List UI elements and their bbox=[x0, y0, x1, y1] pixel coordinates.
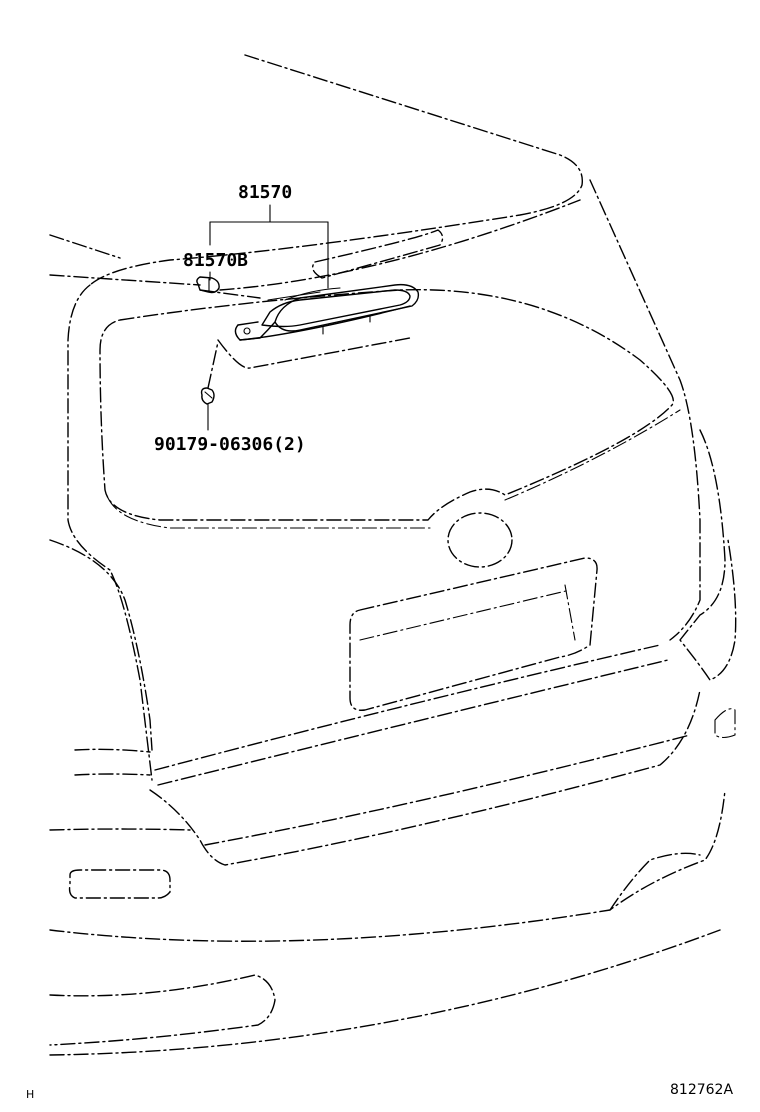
bulb-icon bbox=[196, 276, 220, 294]
part-label-bulb: 81570B bbox=[183, 250, 248, 271]
screw-guide-line bbox=[207, 341, 219, 389]
lamp-mount-outline bbox=[217, 337, 411, 369]
callout-leaders bbox=[207, 204, 329, 431]
high-mount-stop-lamp bbox=[234, 283, 420, 341]
vehicle-body-outline bbox=[49, 54, 737, 1056]
bulb-to-lamp-guide bbox=[199, 289, 261, 299]
part-label-screw: 90179-06306(2) bbox=[154, 434, 306, 455]
part-label-assembly: 81570 bbox=[238, 182, 292, 203]
screw-icon bbox=[200, 387, 215, 405]
corner-mark: H bbox=[26, 1088, 34, 1101]
figure-code: 812762A bbox=[670, 1082, 733, 1098]
